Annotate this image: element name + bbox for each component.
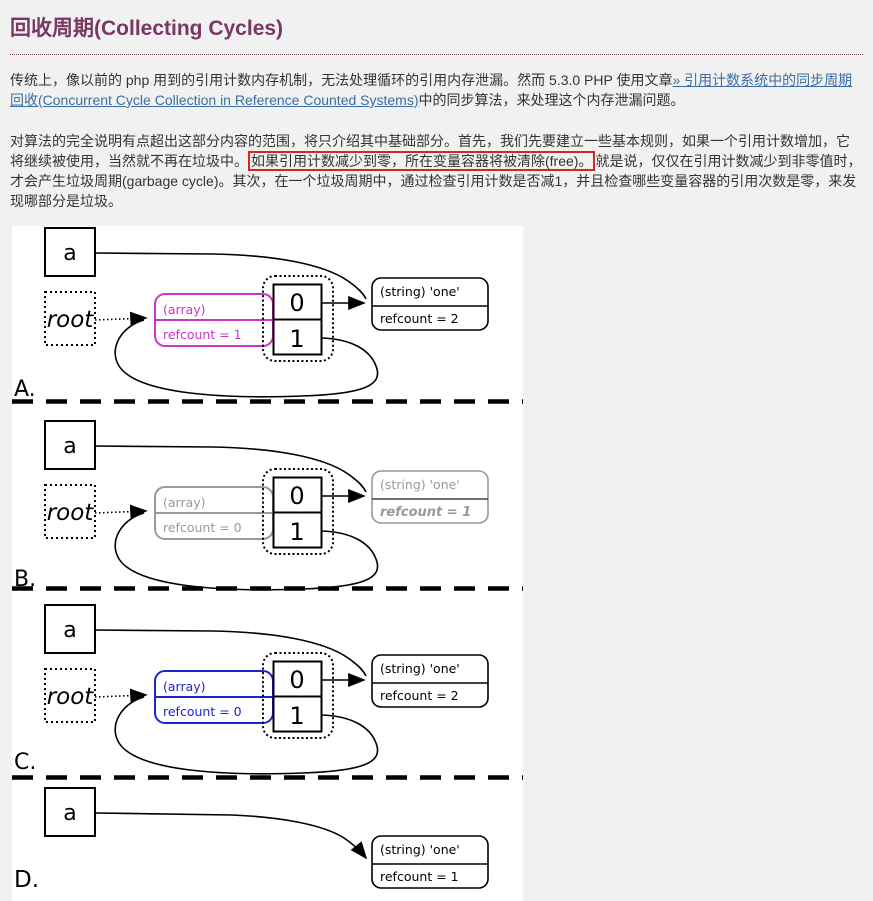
slot-0-label: 0: [289, 482, 304, 510]
panel-a-label: A.: [14, 377, 36, 402]
string-type-label: (string) 'one': [380, 284, 460, 299]
string-box: [371, 470, 489, 524]
paragraph-intro: 传统上，像以前的 php 用到的引用计数内存机制，无法处理循环的引用内存泄漏。然…: [10, 70, 863, 110]
arrow-a-to-string: [94, 629, 367, 677]
panel-c-label: C.: [14, 750, 36, 775]
slot-0-label: 0: [289, 289, 304, 317]
slot-0-box: [272, 476, 323, 514]
var-a-label: a: [63, 618, 76, 643]
arrow-root-to-array: [94, 688, 148, 703]
slot-1-label: 1: [289, 325, 304, 353]
root-label: root: [47, 500, 95, 526]
panel-d-label: D.: [14, 867, 39, 893]
slots-container: [262, 275, 334, 362]
paragraph-algorithm-text-before: 对算法的完全说明有点超出这部分内容的范围，将只介绍其中基础部分。首先，我们先要建…: [10, 133, 850, 169]
slot-0-box: [272, 283, 323, 321]
arrow-root-to-array: [94, 311, 148, 326]
string-box: [371, 277, 489, 331]
gc-cycle-diagram: a root (array) refcount = 1 0 1 (string)…: [12, 226, 523, 901]
root-box: [44, 291, 96, 346]
slots-container: [262, 468, 334, 555]
string-refcount-label: refcount = 2: [380, 311, 459, 326]
highlighted-sentence: 如果引用计数减少到零，所在变量容器将被清除(free)。: [248, 151, 596, 171]
string-type-label: (string) 'one': [380, 842, 460, 857]
page-title: 回收周期(Collecting Cycles): [10, 6, 863, 55]
slot-1-label: 1: [289, 518, 304, 546]
diagram-panel-d: a (string) 'one' refcount = 1 D.: [14, 787, 489, 893]
var-a-label: a: [63, 434, 76, 459]
root-label: root: [47, 684, 95, 710]
arrow-root-to-array: [94, 504, 148, 519]
array-refcount-label: refcount = 0: [163, 520, 242, 535]
string-type-label: (string) 'one': [380, 477, 460, 492]
slot-1-box: [272, 318, 323, 356]
slots-container: [262, 652, 334, 739]
slot-1-box: [272, 511, 323, 549]
var-a-box: [44, 787, 96, 837]
root-box: [44, 668, 96, 723]
array-type-label: (array): [163, 302, 206, 317]
arrow-slot1-loop-to-array: [114, 696, 379, 775]
diagram-panel-a: a root (array) refcount = 1 0 1 (string)…: [12, 227, 523, 404]
slot-0-label: 0: [289, 666, 304, 694]
concurrent-cycle-collection-link[interactable]: » 引用计数系统中的同步周期回收(Concurrent Cycle Collec…: [10, 72, 853, 108]
slot-0-box: [272, 660, 323, 698]
paragraph-algorithm: 对算法的完全说明有点超出这部分内容的范围，将只介绍其中基础部分。首先，我们先要建…: [10, 131, 863, 211]
slot-1-label: 1: [289, 702, 304, 730]
arrow-slot1-loop-to-array: [114, 319, 379, 398]
slot-1-box: [272, 695, 323, 733]
string-refcount-label: refcount = 1: [380, 869, 459, 884]
panel-b-label: B.: [14, 567, 36, 591]
array-refcount-label: refcount = 1: [163, 327, 242, 342]
arrow-a-to-string: [94, 445, 367, 493]
string-type-label: (string) 'one': [380, 661, 460, 676]
var-a-box: [44, 420, 96, 470]
arrow-a-to-string: [94, 812, 368, 860]
root-label: root: [47, 307, 95, 333]
var-a-box: [44, 604, 96, 654]
string-refcount-label: refcount = 1: [380, 505, 471, 520]
arrow-a-to-string: [94, 252, 367, 300]
var-a-label: a: [63, 241, 76, 266]
paragraph-intro-text-after: 中的同步算法，来处理这个内存泄漏问题。: [418, 92, 685, 108]
string-box: [371, 654, 489, 708]
array-refcount-label: refcount = 0: [163, 704, 242, 719]
array-type-label: (array): [163, 495, 206, 510]
paragraph-algorithm-text-after: 就是说，仅仅在引用计数减少到非零值时，才会产生垃圾周期(garbage cycl…: [10, 153, 862, 209]
diagram-panel-b: a root (array) refcount = 0 0 1 (string)…: [12, 420, 523, 591]
root-box: [44, 484, 96, 539]
var-a-box: [44, 227, 96, 277]
var-a-label: a: [63, 801, 76, 826]
paragraph-intro-text-before: 传统上，像以前的 php 用到的引用计数内存机制，无法处理循环的引用内存泄漏。然…: [10, 72, 673, 88]
string-refcount-label: refcount = 2: [380, 688, 459, 703]
array-type-label: (array): [163, 679, 206, 694]
diagram-panel-c: a root (array) refcount = 0 0 1 (string)…: [12, 604, 523, 780]
